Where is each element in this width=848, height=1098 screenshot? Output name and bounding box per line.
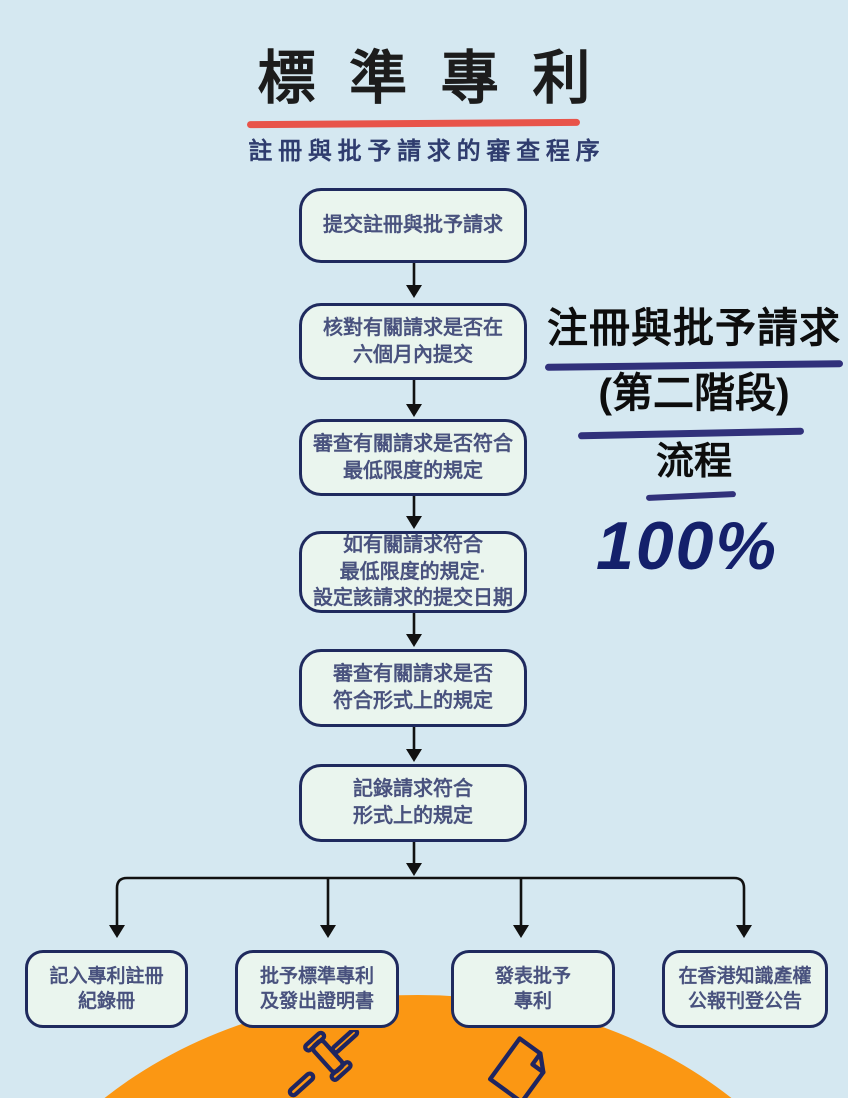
outcome-box-gazette: 在香港知識產權 公報刊登公告 — [662, 950, 828, 1028]
flow-step-6: 記錄請求符合 形式上的規定 — [299, 764, 527, 842]
stage-annotation: 注冊與批予請求 (第二階段) 流程 — [540, 305, 848, 483]
flow-step-2-label: 核對有關請求是否在 六個月內提交 — [323, 316, 503, 366]
annotation-line-2: (第二階段) — [598, 370, 790, 416]
outcome-box-register: 記入專利註冊 紀錄冊 — [25, 950, 188, 1028]
flow-step-5: 審查有關請求是否 符合形式上的規定 — [299, 649, 527, 727]
flow-step-4: 如有關請求符合 最低限度的規定· 設定該請求的提交日期 — [299, 531, 527, 613]
progress-percentage: 100% — [596, 508, 778, 584]
flow-step-4-label: 如有關請求符合 最低限度的規定· 設定該請求的提交日期 — [313, 533, 513, 610]
flow-step-1: 提交註冊與批予請求 — [299, 188, 527, 263]
gavel-icon — [287, 1030, 360, 1098]
flow-step-6-label: 記錄請求符合 形式上的規定 — [353, 778, 473, 827]
flow-step-3: 審查有關請求是否符合 最低限度的規定 — [299, 419, 527, 496]
outcome-box-grant: 批予標準專利 及發出證明書 — [235, 950, 399, 1028]
flow-step-2: 核對有關請求是否在 六個月內提交 — [299, 303, 527, 380]
document-icon — [487, 1036, 546, 1098]
outcome-publish-label: 發表批予 專利 — [494, 965, 571, 1012]
outcome-box-publish: 發表批予 專利 — [451, 950, 615, 1028]
outcome-grant-label: 批予標準專利 及發出證明書 — [259, 965, 374, 1012]
outcome-register-label: 記入專利註冊 紀錄冊 — [49, 965, 164, 1012]
outcome-gazette-label: 在香港知識產權 公報刊登公告 — [678, 965, 812, 1012]
page-subtitle: 註冊與批予請求的審查程序 — [248, 138, 606, 165]
annotation-line-1: 注冊與批予請求 — [547, 305, 841, 351]
annotation-line-3: 流程 — [655, 441, 732, 483]
page-title: 標準專利 — [257, 46, 625, 111]
flow-step-1-label: 提交註冊與批予請求 — [323, 214, 503, 237]
flow-step-5-label: 審查有關請求是否 符合形式上的規定 — [333, 663, 493, 712]
flow-step-3-label: 審查有關請求是否符合 最低限度的規定 — [313, 432, 513, 482]
